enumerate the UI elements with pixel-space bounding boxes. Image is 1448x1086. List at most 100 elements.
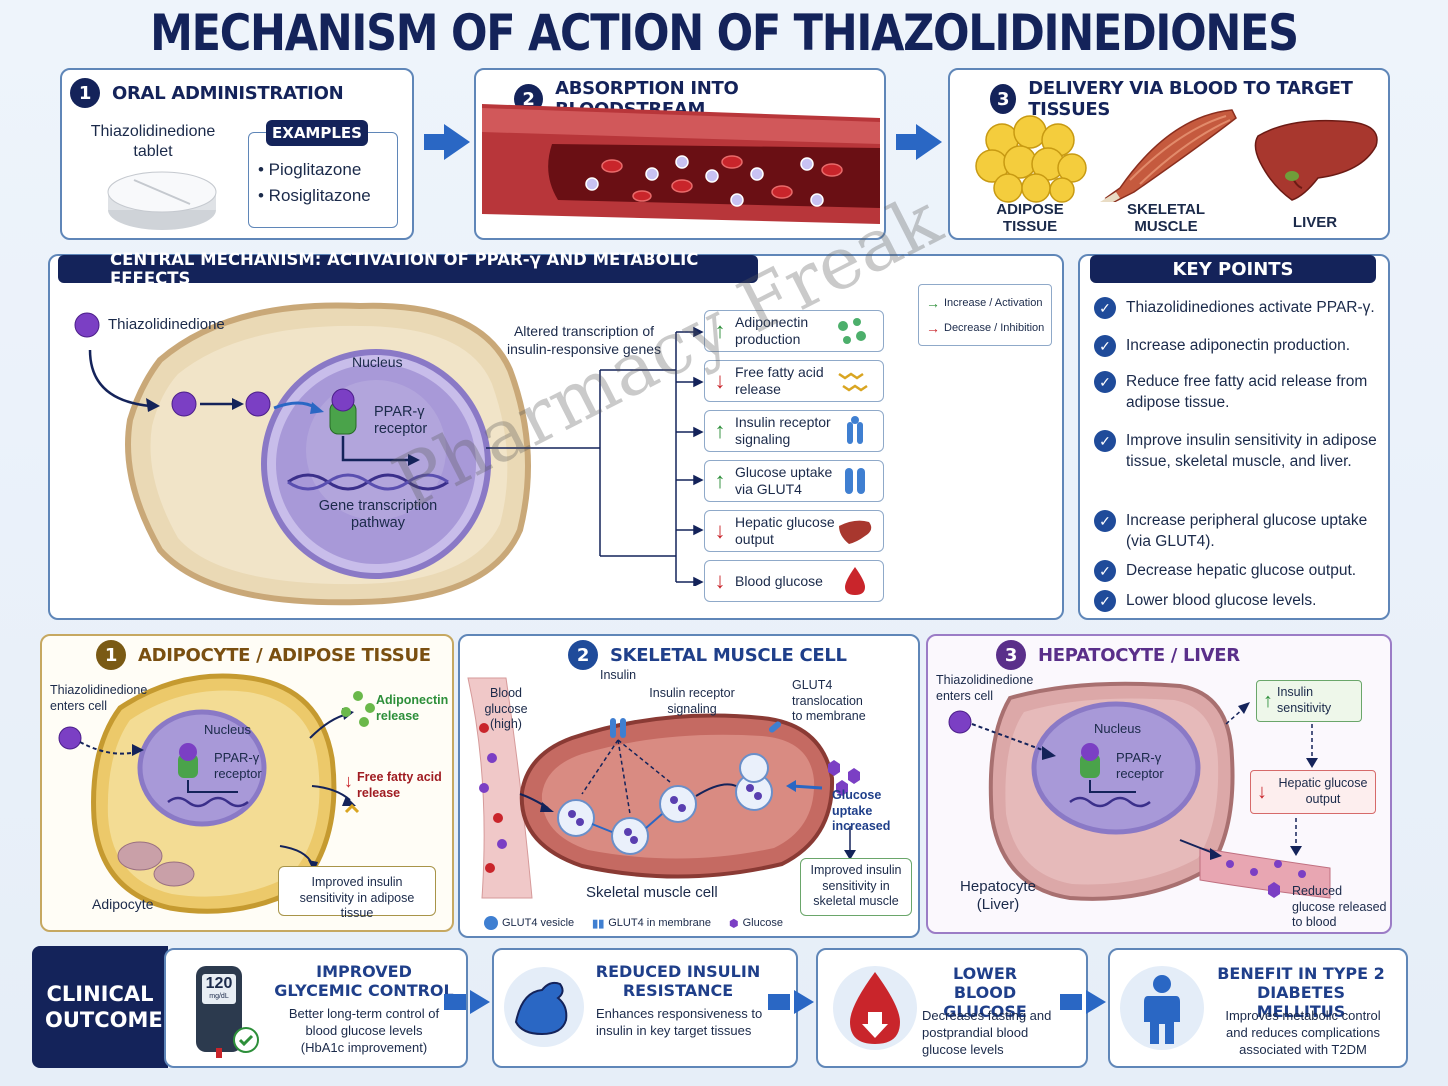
decrease-arrow-icon: ↓ [1257, 780, 1267, 803]
muscle-illustration [467, 677, 860, 899]
key-point: ✓Increase adiponectin production. [1094, 335, 1384, 357]
outcome-title: BENEFIT IN TYPE 2 DIABETES MELLITUS [1217, 964, 1385, 1022]
hepatocyte-receptor-label: PPAR-γ receptor [1116, 750, 1164, 782]
central-legend [918, 284, 1052, 346]
person-icon [1120, 966, 1204, 1050]
increase-arrow-icon: ↑ [714, 467, 726, 493]
meter-reading: 120 [205, 975, 233, 992]
blood-drop-down-icon [833, 966, 917, 1050]
glut4-icon [845, 468, 865, 494]
glucose-meter-icon [196, 966, 259, 1058]
examples-box [248, 132, 398, 228]
blood-drop-icon [845, 567, 865, 595]
receptor-label: PPAR-γ receptor [374, 404, 428, 438]
key-points-title: KEY POINTS [1090, 255, 1376, 283]
decrease-arrow-icon: ↓ [714, 367, 726, 393]
flow-arrow [444, 990, 490, 1014]
strong-arm-icon [504, 967, 584, 1047]
muscle-title: SKELETAL MUSCLE CELL [610, 644, 847, 666]
legend-increase: → Increase / Activation [926, 295, 1043, 311]
effects-bracket [599, 326, 704, 586]
effect-free-fatty-acid: ↓ Free fatty acid release [704, 360, 884, 402]
step3-panel: 3 DELIVERY VIA BLOOD TO TARGET TISSUES A… [948, 68, 1390, 240]
glucose-uptake-label: Glucose uptake increased [832, 788, 891, 834]
key-point: ✓Increase peripheral glucose uptake (via… [1094, 510, 1384, 553]
insulin-sensitivity-box: ↑ Insulin sensitivity [1256, 680, 1362, 722]
increase-arrow-icon: ↑ [714, 417, 726, 443]
effect-glucose-uptake: ↑ Glucose uptake via GLUT4 [704, 460, 884, 502]
panel-number: 3 [996, 640, 1026, 670]
red-arrow-icon: → [926, 320, 940, 336]
liver-icon [839, 520, 872, 544]
nucleus-label: Nucleus [352, 354, 403, 370]
adipocyte-illustration [58, 673, 375, 914]
check-icon: ✓ [1094, 590, 1116, 612]
glut4-membrane-icon: ▮▮ [592, 917, 605, 930]
tablet-label: Thiazolidinedione tablet [90, 123, 216, 160]
key-point: ✓Lower blood glucose levels. [1094, 590, 1384, 612]
ffa-release-label: ↓ Free fatty acid release [344, 770, 442, 800]
adiponectin-icon [838, 318, 866, 344]
check-icon: ✓ [1094, 560, 1116, 582]
blood-glucose-label: Blood glucose (high) [484, 686, 528, 732]
hepatocyte-nucleus-label: Nucleus [1094, 721, 1141, 736]
panel-number: 2 [568, 640, 598, 670]
step3-title: DELIVERY VIA BLOOD TO TARGET TISSUES [1028, 78, 1353, 120]
increase-arrow-icon: ↑ [714, 317, 726, 343]
central-cell-illustration [88, 302, 600, 606]
outcome-title: IMPROVED GLYCEMIC CONTROL [274, 962, 454, 1001]
flow-arrow [424, 124, 470, 160]
check-icon: ✓ [1094, 371, 1116, 393]
glut4-vesicle-icon [484, 916, 498, 930]
glucose-icon: ⬢ [728, 917, 739, 930]
tissue-label: SKELETAL MUSCLE [1126, 201, 1206, 235]
check-icon: ✓ [1094, 335, 1116, 357]
effect-adiponectin: ↑ Adiponectin production [704, 310, 884, 352]
decrease-arrow-icon: ↓ [714, 567, 726, 593]
central-mechanism-title: CENTRAL MECHANISM: ACTIVATION OF PPAR-γ … [58, 250, 758, 288]
adipose-improved-box: Improved insulin sensitivity in adipose … [278, 866, 436, 920]
gene-transcription-label: Gene transcription pathway [318, 498, 438, 532]
clinical-outcomes-label: CLINICAL OUTCOMES [32, 946, 178, 1068]
fatty-acid-icon [838, 372, 868, 392]
meter-unit: mg/dL [209, 993, 229, 1000]
muscle-improved-box: Improved insulin sensitivity in skeletal… [800, 858, 912, 916]
effect-blood-glucose: ↓ Blood glucose [704, 560, 884, 602]
glut4-translocation-label: GLUT4 translocation to membrane [792, 678, 866, 724]
outcome-desc: Improves metabolic control and reduces c… [1225, 1008, 1381, 1057]
step1-title: ORAL ADMINISTRATION [112, 82, 344, 104]
flow-arrow [896, 124, 942, 160]
muscle-legend: GLUT4 vesicle ▮▮ GLUT4 in membrane ⬢ Glu… [484, 916, 783, 930]
decrease-arrow-icon: ↓ [344, 771, 353, 791]
decrease-arrow-icon: ↓ [714, 517, 726, 543]
altered-transcription-label: Altered transcription of insulin-respons… [506, 323, 662, 358]
hepatic-output-box: ↓ Hepatic glucose output [1250, 770, 1376, 814]
step-number: 3 [990, 84, 1017, 114]
outcome-title: REDUCED INSULIN RESISTANCE [595, 962, 761, 1001]
hepatocyte-illustration [948, 681, 1331, 901]
insulin-label: Insulin [600, 668, 637, 682]
check-icon: ✓ [1094, 510, 1116, 532]
adipocyte-nucleus-label: Nucleus [204, 722, 251, 737]
tissue-label: ADIPOSE TISSUE [996, 201, 1064, 235]
legend-decrease: → Decrease / Inhibition [926, 320, 1045, 336]
key-point: ✓Decrease hepatic glucose output. [1094, 560, 1384, 582]
step-number: 1 [70, 78, 100, 108]
page-title: MECHANISM OF ACTION OF THIAZOLIDINEDIONE… [150, 4, 1299, 62]
example-item: • Pioglitazone [258, 160, 362, 179]
flow-arrow [1060, 990, 1106, 1014]
tablet-icon [107, 171, 217, 230]
drug-molecule-icon [74, 312, 100, 338]
key-point: ✓Thiazolidinediones activate PPAR-γ. [1094, 297, 1384, 319]
muscle-cell-label: Skeletal muscle cell [586, 884, 718, 901]
adipocyte-cell-label: Adipocyte [92, 896, 154, 912]
key-point: ✓Improve insulin sensitivity in adipose … [1094, 430, 1384, 473]
increase-arrow-icon: ↑ [1263, 689, 1273, 712]
check-icon: ✓ [1094, 297, 1116, 319]
skeletal-muscle-icon [1100, 109, 1237, 202]
effect-insulin-receptor: ↑ Insulin receptor signaling [704, 410, 884, 452]
key-points-panel [1078, 254, 1390, 620]
outcome-desc: Decreases fasting and postprandial blood… [922, 1008, 1052, 1057]
hepatocyte-enters-label: Thiazolidinedione enters cell [936, 673, 1034, 703]
adipocyte-enters-label: Thiazolidinedione enters cell [50, 683, 148, 713]
